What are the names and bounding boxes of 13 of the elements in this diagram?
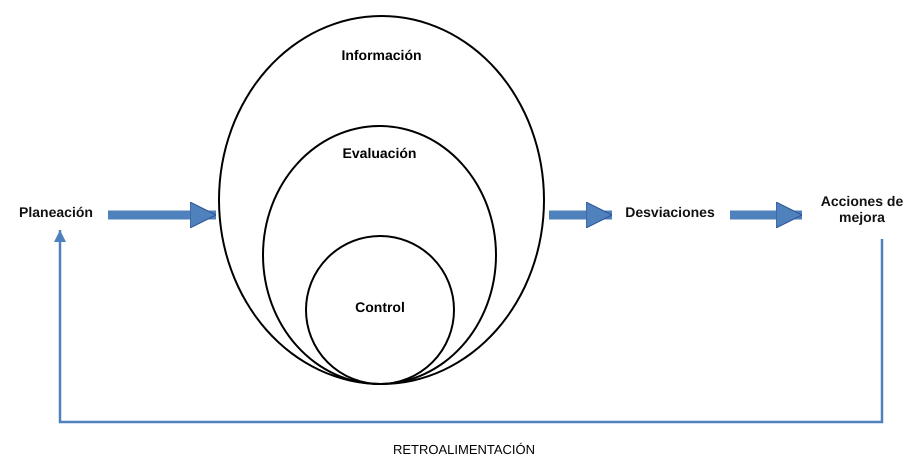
- node-label: Desviaciones: [614, 204, 726, 226]
- feedback-arrow: [54, 230, 884, 424]
- inner-circle: [305, 235, 455, 385]
- block-arrow: [549, 201, 613, 229]
- node-label: Evaluación: [342, 145, 418, 161]
- node-label: Planeación: [8, 204, 104, 226]
- outer-ellipse: [218, 15, 545, 385]
- middle-ellipse: [262, 125, 497, 385]
- node-label: Acciones de mejora: [804, 193, 920, 235]
- block-arrow: [108, 201, 217, 229]
- node-label: Información: [340, 47, 423, 63]
- block-arrow: [730, 201, 803, 229]
- node-label: Control: [354, 299, 406, 315]
